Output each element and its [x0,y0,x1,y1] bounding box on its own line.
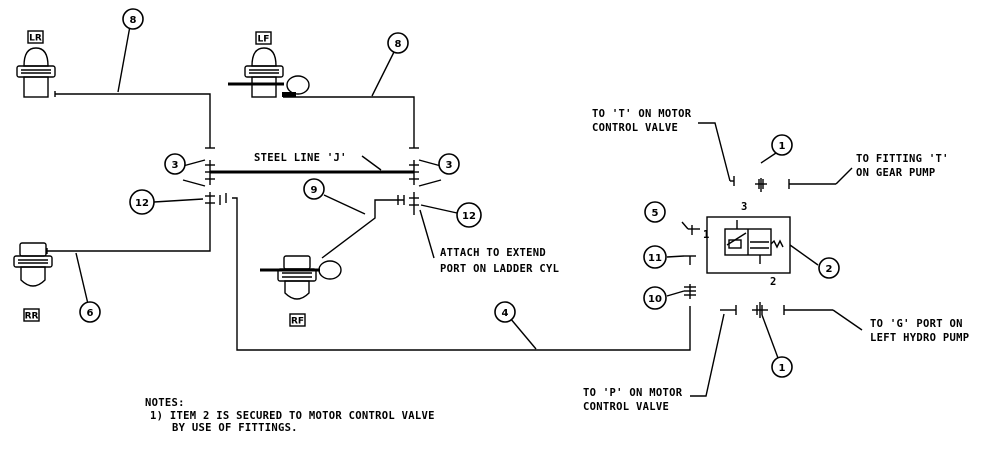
cylinder-rf: RF [260,255,342,327]
callout-8-right-label: 8 [395,39,402,50]
callout-bubbles: 8 8 3 3 12 12 9 6 4 5 11 10 1 1 [75,8,840,378]
valve-port-2: 2 [770,276,777,288]
to-p-label-1: TO 'P' ON MOTOR [583,387,683,399]
callout-12-left [129,189,155,215]
callout-8-right [387,32,409,54]
callout-10-label: 10 [648,294,662,305]
callout-10 [643,286,667,310]
tag-rr: RR [25,312,39,322]
notes-title: NOTES: [145,397,185,409]
tag-rf: RF [291,317,304,327]
hose-lf [283,96,415,138]
callout-3-right-label: 3 [446,160,453,171]
hose-rr [46,210,211,254]
valve-port-3: 3 [741,201,748,213]
callout-2 [818,257,840,279]
text-labels: STEEL LINE 'J' ATTACH TO EXTEND PORT ON … [145,108,969,434]
callout-6 [79,301,101,323]
callout-12-right [456,202,482,228]
notes-line-1: 1) ITEM 2 IS SECURED TO MOTOR CONTROL VA… [150,410,435,422]
callout-11 [643,245,667,269]
callout-3-left-label: 3 [172,160,179,171]
callout-1-bottom-label: 1 [779,363,786,374]
callout-9-label: 9 [311,185,318,196]
hose-4 [232,197,691,351]
callout-1-bottom [771,356,793,378]
to-fitting-label-2: ON GEAR PUMP [856,167,935,179]
callout-11-label: 11 [648,253,662,264]
valve-assembly [666,122,863,397]
attach-label-1: ATTACH TO EXTEND [440,247,546,259]
valve-port-1: 1 [703,229,710,241]
steel-line-label: STEEL LINE 'J' [254,152,347,164]
callout-5 [644,201,666,223]
cylinder-lr: LR [16,30,56,98]
cylinder-lf: LF [228,31,310,98]
tag-lr: LR [29,34,42,44]
callout-5-label: 5 [652,208,659,219]
to-t-label-1: TO 'T' ON MOTOR [592,108,692,120]
hose-lines [46,91,691,351]
callout-3-left [164,153,186,175]
callout-3-right [438,153,460,175]
tag-box-rf [289,313,306,327]
tag-box-lf [255,31,272,45]
callout-9 [303,178,325,200]
fittings-right [397,138,442,259]
fittings-left [182,138,227,210]
callout-1-top-label: 1 [779,141,786,152]
callout-8-left-label: 8 [130,15,137,26]
attach-label-2: PORT ON LADDER CYL [440,263,559,275]
to-g-label-2: LEFT HYDRO PUMP [870,332,969,344]
tag-box-lr [27,30,44,44]
callout-4 [494,301,516,323]
callout-6-label: 6 [87,308,94,319]
hose-lr [54,91,211,138]
to-t-label-2: CONTROL VALVE [592,122,678,134]
callout-2-label: 2 [826,264,833,275]
hose-rf [321,199,404,259]
to-fitting-label-1: TO FITTING 'T' [856,153,949,165]
tag-lf: LF [258,35,270,45]
callout-1-top [771,134,793,156]
tag-box-rr [23,308,40,322]
notes-line-2: BY USE OF FITTINGS. [172,422,298,434]
cylinder-rr: RR [13,242,53,322]
to-g-label-1: TO 'G' PORT ON [870,318,963,330]
callout-8-left [122,8,144,30]
callout-4-label: 4 [502,308,509,319]
to-p-label-2: CONTROL VALVE [583,401,669,413]
callout-12-left-label: 12 [135,198,149,209]
callout-12-right-label: 12 [462,211,476,222]
